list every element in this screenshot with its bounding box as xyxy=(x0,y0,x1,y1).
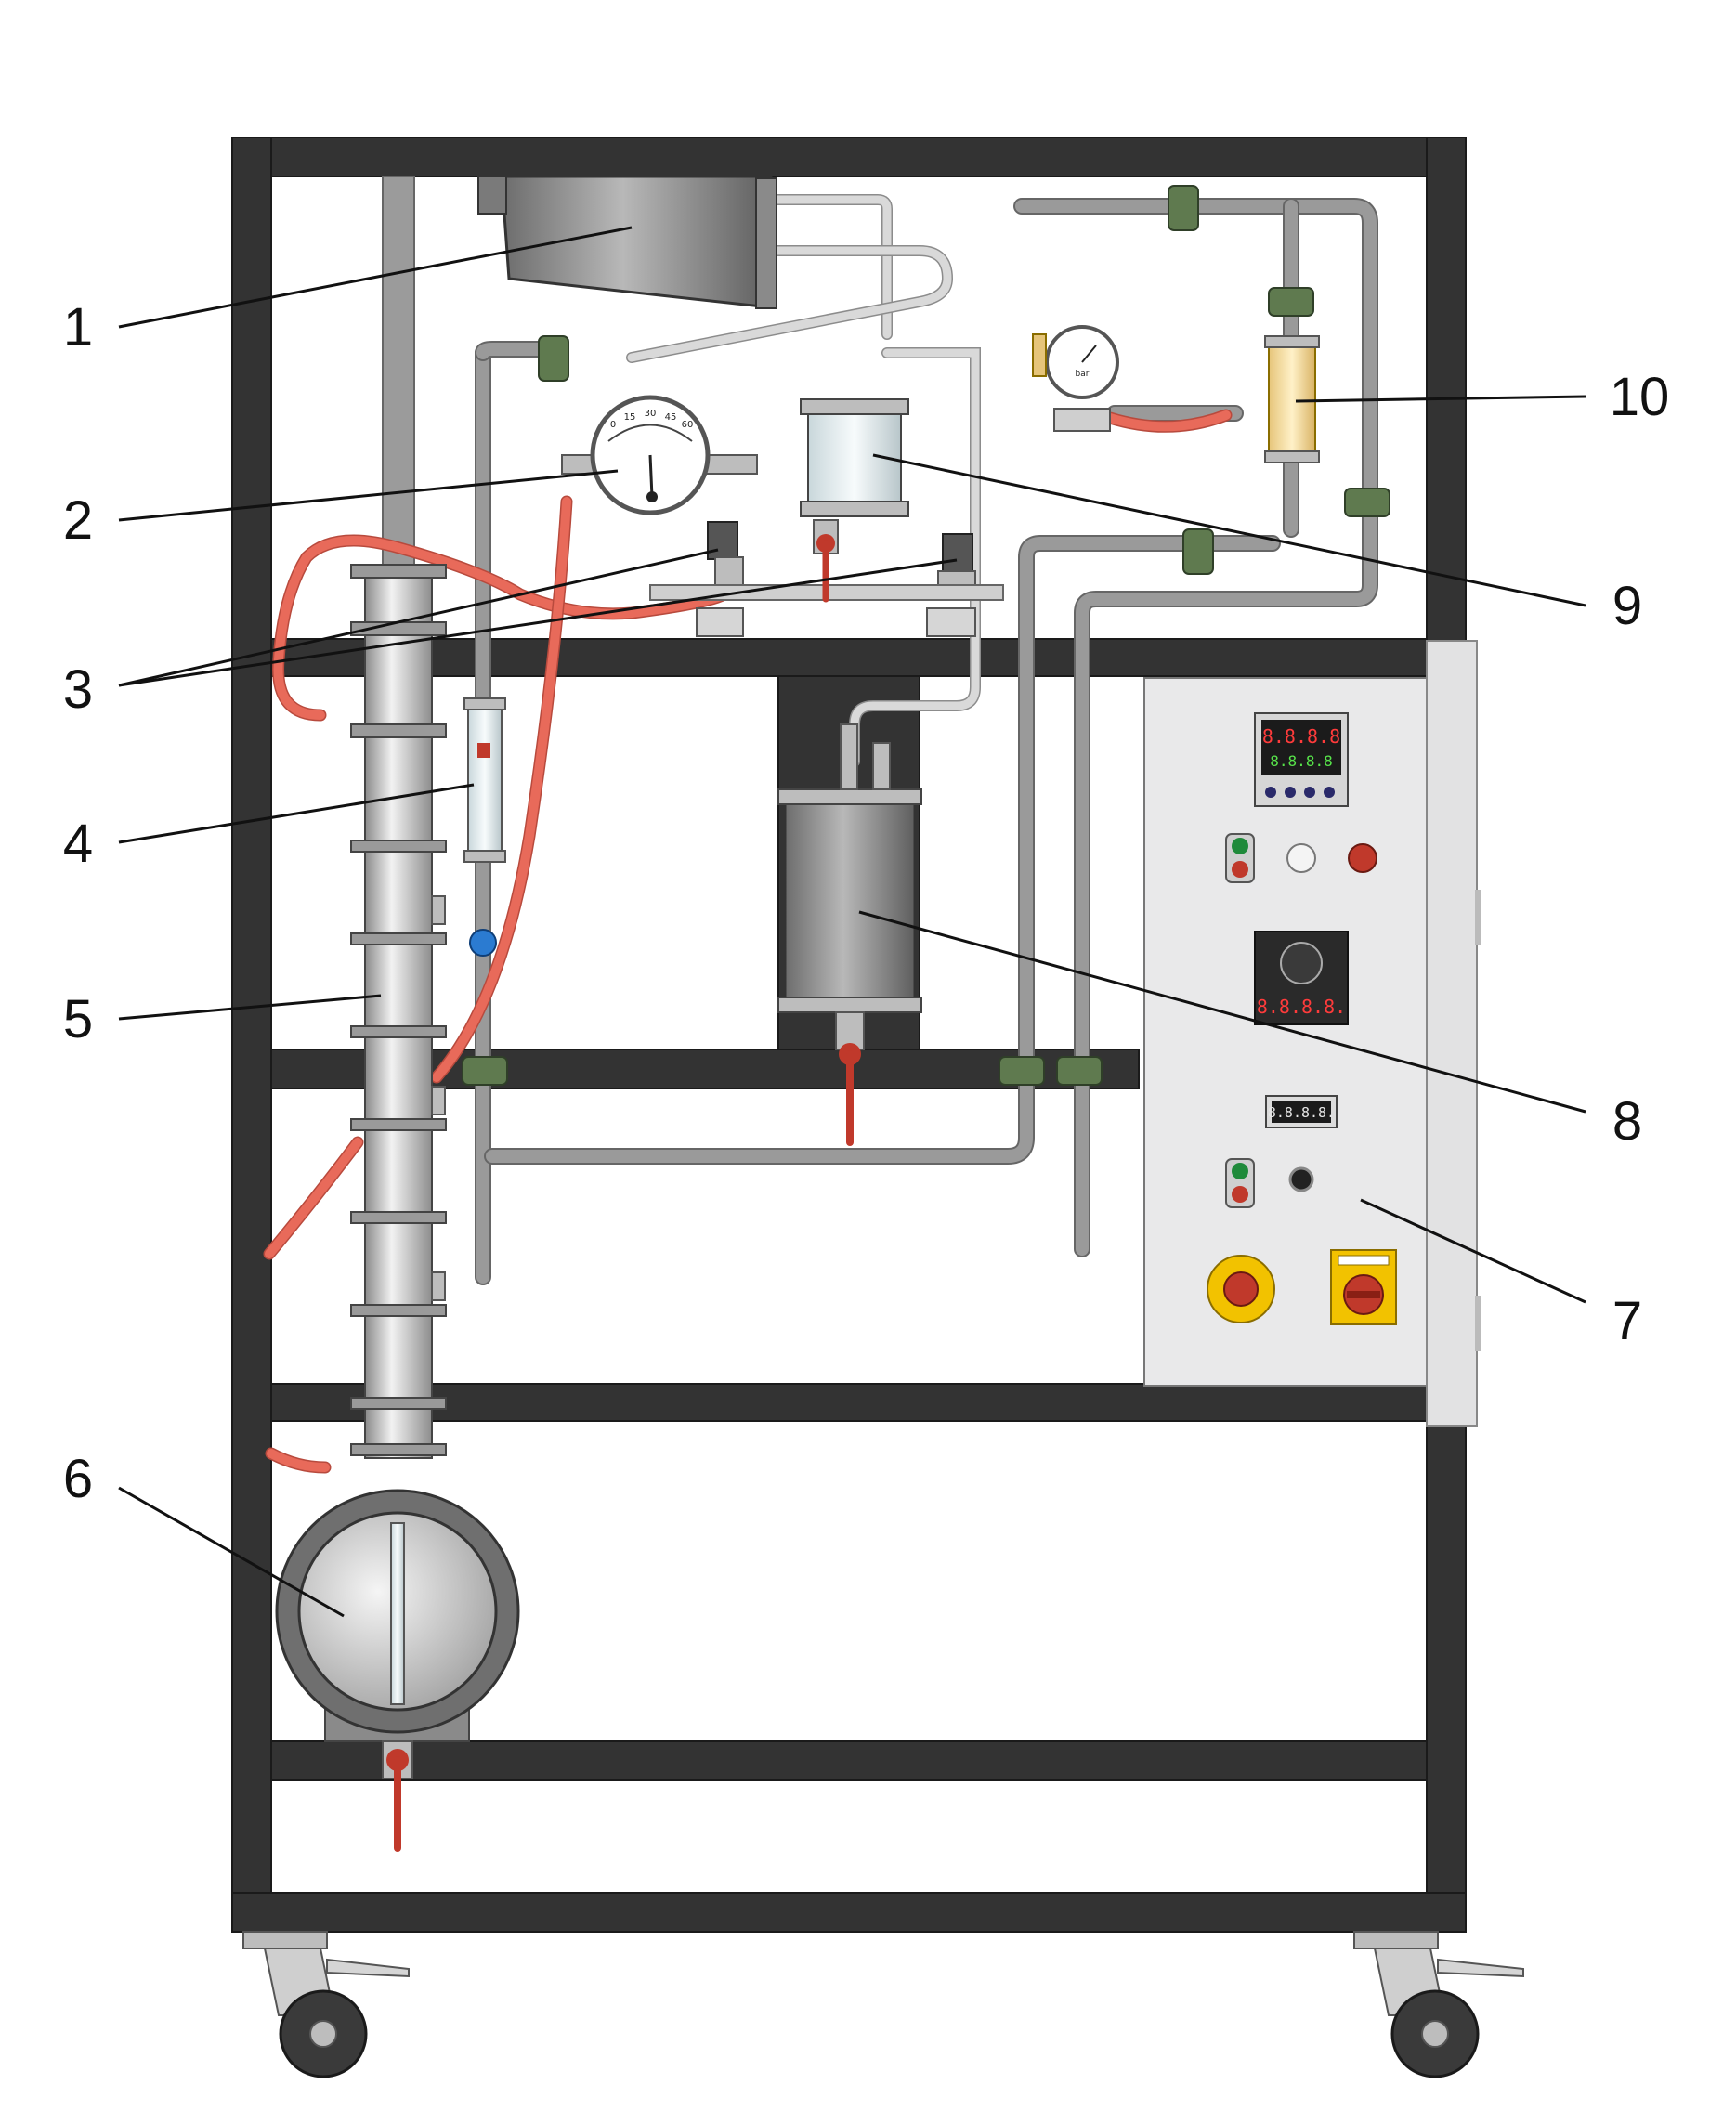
pump-start-stop-button[interactable] xyxy=(1225,1158,1255,1208)
rotameter-needle-valve[interactable] xyxy=(469,929,497,957)
selector-knob[interactable] xyxy=(1288,1166,1314,1192)
gauge-tick: 60 xyxy=(682,420,694,430)
temperature-controller: 8.8.8.8 8.8.8.8 xyxy=(1254,712,1349,807)
controller-key-4[interactable] xyxy=(1324,787,1335,798)
callout-8: 8 xyxy=(858,910,1642,1152)
control-panel: 8.8.8.8 8.8.8.8 8.8.8.8. 8.8.8.8. xyxy=(1143,640,1481,1427)
drain-valve[interactable] xyxy=(382,1740,413,1852)
counter-display: 8.8.8.8. xyxy=(1268,1104,1335,1121)
controller-display-bottom: 8.8.8.8 xyxy=(1270,752,1332,770)
condenser xyxy=(477,175,777,309)
safety-valve xyxy=(1032,333,1047,377)
controller-display-top: 8.8.8.8 xyxy=(1262,725,1340,748)
controller-key-1[interactable] xyxy=(1265,787,1276,798)
reboiler-vessel xyxy=(275,1489,520,1852)
leader-line-2 xyxy=(118,469,619,522)
leader-line-5 xyxy=(118,994,382,1021)
caster-left xyxy=(242,1931,410,2078)
gauge-tick: 30 xyxy=(645,409,657,419)
callout-2: 2 xyxy=(63,469,619,551)
callout-7: 7 xyxy=(1360,1198,1642,1351)
leader-line-7 xyxy=(1360,1198,1586,1304)
water-pressure-gauge: bar xyxy=(1032,325,1119,432)
leader-line-10 xyxy=(1295,395,1586,403)
tank-drain-valve[interactable] xyxy=(835,1011,865,1146)
collection-tank xyxy=(777,723,922,1146)
callout-label-7: 7 xyxy=(1612,1291,1642,1351)
main-isolator-switch[interactable] xyxy=(1330,1249,1397,1325)
callout-label-6: 6 xyxy=(63,1449,93,1509)
callout-label-1: 1 xyxy=(63,297,93,358)
gauge-tick: 15 xyxy=(624,412,636,423)
callout-3: 3 xyxy=(63,548,958,720)
pipework xyxy=(382,176,1378,1285)
callout-5: 5 xyxy=(63,989,382,1049)
callout-label-4: 4 xyxy=(63,814,93,874)
callout-4: 4 xyxy=(63,783,475,874)
leader-line-1 xyxy=(118,226,633,329)
timer-display: 8.8.8.8. xyxy=(1257,996,1346,1018)
gauge-tick: 0 xyxy=(610,420,616,430)
pipe-clamps xyxy=(462,185,1390,1086)
emergency-stop-button[interactable] xyxy=(1207,1255,1275,1323)
start-stop-button[interactable] xyxy=(1225,833,1255,883)
red-indicator-lamp xyxy=(1348,843,1377,873)
hour-counter: 8.8.8.8. xyxy=(1265,1095,1338,1128)
callout-label-2: 2 xyxy=(63,490,93,551)
cooling-water-hoses xyxy=(263,409,1233,1474)
timer-selector-dial[interactable] xyxy=(1280,942,1323,984)
pressure-gauge-ticks: 0 15 30 45 60 xyxy=(610,409,694,430)
rotameter-float xyxy=(477,743,490,758)
small-gauge-unit: bar xyxy=(1076,370,1090,379)
controller-key-down[interactable] xyxy=(1285,787,1296,798)
leader-line-4 xyxy=(118,783,475,844)
column-flanges xyxy=(350,564,447,1456)
white-indicator-lamp xyxy=(1286,843,1316,873)
timer-unit: 8.8.8.8. xyxy=(1254,931,1349,1025)
leader-line-8 xyxy=(858,910,1586,1114)
water-flowmeter xyxy=(1264,335,1320,463)
leader-line-9 xyxy=(872,453,1586,607)
reflux-separator xyxy=(800,398,909,603)
callout-label-3: 3 xyxy=(63,659,93,720)
leader-line-3a xyxy=(118,548,719,687)
callout-label-5: 5 xyxy=(63,989,93,1049)
instrument-tubing xyxy=(626,194,981,767)
callout-label-10: 10 xyxy=(1610,367,1670,427)
crossbar-lower xyxy=(270,1383,1428,1422)
separator-valve[interactable] xyxy=(813,519,839,603)
callout-label-8: 8 xyxy=(1612,1091,1642,1152)
callout-9: 9 xyxy=(872,453,1642,636)
solenoid-valve-left xyxy=(696,521,744,637)
pressure-gauge: 0 15 30 45 60 xyxy=(561,395,758,515)
gauge-needle xyxy=(648,454,654,498)
leader-line-3b xyxy=(118,558,958,687)
rotameter xyxy=(463,697,506,957)
sight-glass xyxy=(390,1522,405,1705)
callout-1: 1 xyxy=(63,226,633,358)
callout-10: 10 xyxy=(1295,367,1670,427)
leader-line-6 xyxy=(118,1486,345,1618)
gauge-tick: 45 xyxy=(665,412,677,423)
crossbar-upper xyxy=(270,638,1428,677)
distillation-column xyxy=(350,564,447,1459)
crossbar-bottom xyxy=(270,1740,1428,1781)
callout-label-9: 9 xyxy=(1612,576,1642,636)
controller-key-up[interactable] xyxy=(1304,787,1315,798)
callout-6: 6 xyxy=(63,1449,345,1618)
caster-right xyxy=(1353,1931,1524,2078)
